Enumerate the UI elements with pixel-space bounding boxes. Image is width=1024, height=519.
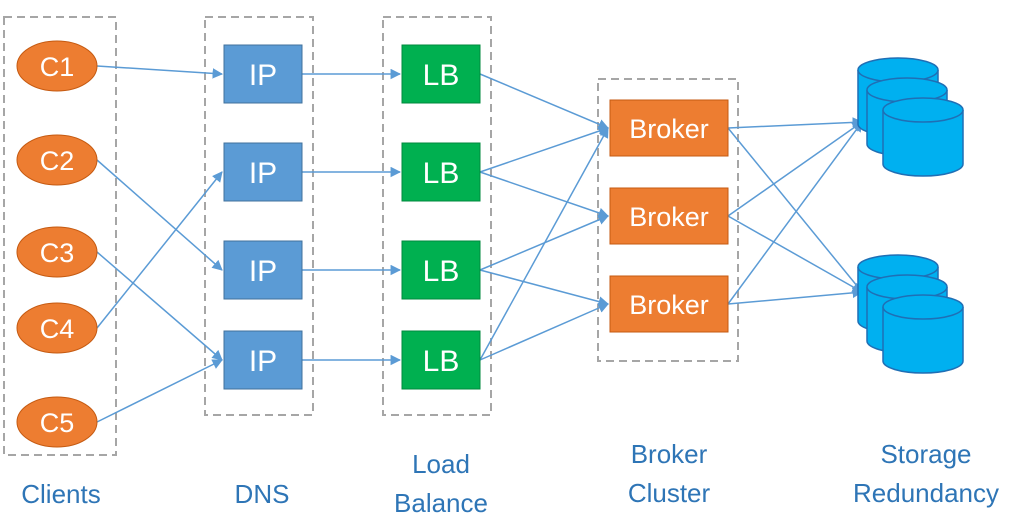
storage-redundancy-label-line1: Storage [880,439,971,469]
lb-node[interactable]: LB [401,142,481,202]
client-label: C2 [40,146,75,176]
client-label: C3 [40,238,75,268]
dns-ip-label: IP [249,157,277,190]
load-balance-group [382,16,492,416]
broker-node[interactable]: Broker [609,187,729,245]
client-node[interactable]: C2 [16,134,98,186]
connector-arrow [727,121,863,305]
connector-arrow [96,171,223,329]
client-nodes: C1 C2 C3 C4 C5 [16,40,98,448]
dns-ip-node[interactable]: IP [223,142,303,202]
connector-arrow [479,269,610,307]
broker-label: Broker [629,202,709,232]
connector-arrow [96,159,223,271]
dns-label: DNS [235,479,290,509]
lb-label: LB [423,345,460,378]
clients-group [3,16,117,456]
connector-arrow [96,359,223,423]
client-label: C1 [40,52,75,82]
connector-arrow [727,121,863,217]
lb-nodes: LB LB LB LB [401,44,481,390]
client-label: C5 [40,408,75,438]
connector-arrow [727,287,864,305]
broker-cluster-label-line1: Broker [631,439,708,469]
dns-ip-node[interactable]: IP [223,330,303,390]
dns-ip-node[interactable]: IP [223,240,303,300]
connector-arrow [479,126,609,173]
lb-label: LB [423,59,460,92]
broker-node[interactable]: Broker [609,275,729,333]
connector-arrow [727,117,864,129]
load-balance-label-line1: Load [412,449,470,479]
connector-arrow [479,171,609,218]
broker-cluster-label-line2: Cluster [628,478,711,508]
broker-label: Broker [629,290,709,320]
storage-nodes [857,57,964,374]
dns-ip-label: IP [249,59,277,92]
dns-ip-label: IP [249,345,277,378]
connector-arrow [727,127,863,293]
connector-arrow [96,65,224,79]
connections [96,65,864,423]
dns-ip-label: IP [249,255,277,288]
dns-group [204,16,314,416]
client-label: C4 [40,314,75,344]
lb-label: LB [423,255,460,288]
lb-label: LB [423,157,460,190]
connector-arrow [727,215,863,293]
connector-arrow [479,73,609,130]
broker-label: Broker [629,114,709,144]
load-balance-label-line2: Balance [394,488,488,518]
connector-arrow [479,302,609,361]
lb-node[interactable]: LB [401,330,481,390]
dns-ip-node[interactable]: IP [223,44,303,104]
connector-arrow [96,251,223,361]
client-node[interactable]: C1 [16,40,98,92]
clients-label: Clients [21,479,100,509]
database-stack-icon[interactable] [857,57,964,177]
broker-nodes: Broker Broker Broker [609,99,729,333]
database-stack-icon[interactable] [857,254,964,374]
dns-nodes: IP IP IP IP [223,44,303,390]
storage-redundancy-label-line2: Redundancy [853,478,999,508]
client-node[interactable]: C4 [16,302,98,354]
lb-node[interactable]: LB [401,240,481,300]
lb-node[interactable]: LB [401,44,481,104]
group-labels: Clients DNS Load Balance Broker Cluster … [21,439,999,518]
client-node[interactable]: C3 [16,226,98,278]
client-node[interactable]: C5 [16,396,98,448]
broker-node[interactable]: Broker [609,99,729,157]
connector-arrow [479,127,609,361]
